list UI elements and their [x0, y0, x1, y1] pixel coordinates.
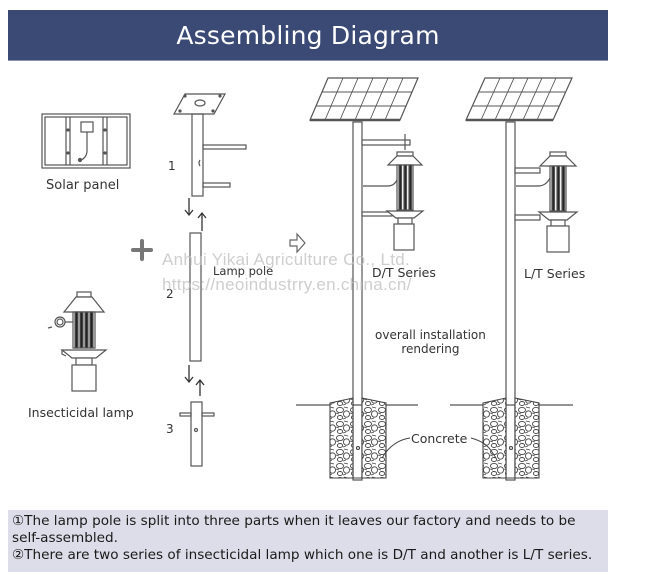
pole-part-2-drawing [189, 232, 202, 362]
lt-series-label: L/T Series [524, 266, 586, 281]
note-2: ②There are two series of insecticidal la… [12, 547, 593, 563]
insecticidal-lamp-label: Insecticidal lamp [28, 405, 134, 420]
page-title: Assembling Diagram [176, 20, 440, 50]
dt-series-label: D/T Series [372, 265, 436, 280]
pole-part-1-drawing [172, 93, 247, 197]
pole-part-number-3: 3 [166, 422, 174, 436]
insecticidal-lamp-drawing [47, 291, 108, 392]
pole-part-number-1: 1 [168, 159, 176, 173]
rendering-caption: overall installation rendering [375, 328, 486, 356]
solar-panel-drawing [41, 113, 131, 169]
pole-part-number-2: 2 [166, 287, 174, 301]
note-1: ①The lamp pole is split into three parts… [12, 513, 576, 546]
assembly-arrows-2-3 [184, 365, 205, 396]
notes-panel: ①The lamp pole is split into three parts… [8, 510, 608, 572]
concrete-footing-dt [329, 397, 387, 479]
arrow-right-icon [289, 232, 306, 254]
concrete-footing-lt [482, 397, 540, 479]
concrete-leader-lines [381, 437, 497, 459]
rendering-caption-line2: rendering [401, 342, 460, 356]
watermark-url: https://neoindustrry.en.china.cn/ [162, 275, 412, 294]
lt-series-drawing [465, 77, 579, 481]
solar-panel-label: Solar panel [46, 178, 120, 193]
lamp-pole-label: Lamp pole [213, 264, 274, 278]
title-banner: Assembling Diagram [8, 10, 608, 61]
assembly-diagram: Solar panel Lamp pole Insecticidal lamp … [0, 60, 650, 500]
dt-series-drawing [309, 77, 425, 481]
assembly-arrows-1-2 [184, 198, 207, 231]
rendering-caption-line1: overall installation [375, 328, 486, 342]
concrete-label: Concrete [411, 431, 468, 446]
watermark-company: Anhui Yikai Agriculture Co., Ltd. [162, 250, 411, 269]
diagram-drawing [41, 77, 579, 481]
pole-part-3-drawing [179, 401, 215, 467]
plus-icon [131, 239, 153, 261]
